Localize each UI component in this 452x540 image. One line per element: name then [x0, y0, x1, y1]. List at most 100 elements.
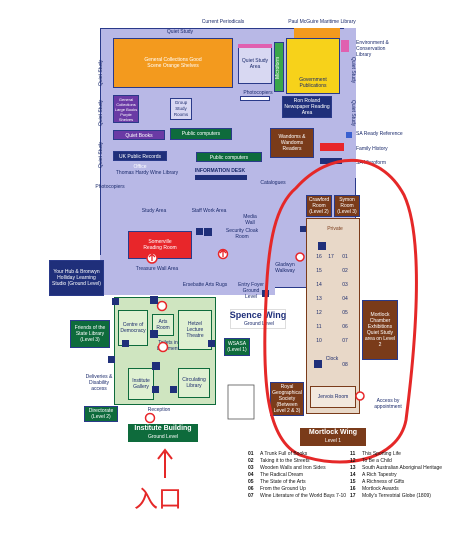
spence-wing-block [230, 309, 286, 329]
toilets-label: Toilets in basement [157, 340, 179, 352]
institute-building-block[interactable] [128, 424, 198, 442]
sa-microform-box [320, 158, 342, 164]
government-publications-room[interactable]: Government Publications [286, 38, 340, 94]
environment-shelf [341, 40, 349, 52]
uk-records-room[interactable]: UK Public Records Office [113, 151, 167, 170]
sa-ready-box [346, 132, 352, 138]
information-desk[interactable] [195, 175, 247, 180]
clock-label: Clock [325, 356, 339, 362]
restroom-icon [150, 228, 326, 368]
wandoms-room[interactable]: Wandoms & Wandoms Readers [270, 128, 314, 158]
general-collections-room[interactable]: General Collections Good Scene Orange Sh… [113, 38, 233, 88]
bay-06: 06 [342, 324, 348, 330]
gladwyn-label: Gladwyn Walkway [275, 262, 295, 274]
directorate-room[interactable]: Directorate (Level 2) [84, 406, 118, 422]
somerville-reading-room[interactable]: Somerville Reading Room [128, 231, 192, 259]
treasure-wall-label: Treasure Wall Area [135, 266, 179, 272]
stairs-icon [108, 226, 306, 363]
mortlock-chamber-room[interactable]: Mortlock Chamber Exhibitions Quiet Study… [362, 300, 398, 360]
quiet-study-right-2: Quiet Study [350, 99, 356, 127]
institute-gallery-label: Institute Gallery [132, 378, 150, 390]
somerville-label: Somerville Reading Room [143, 239, 177, 251]
photocopiers-top-label: Photocopiers [243, 90, 273, 96]
bay-17: 17 [328, 254, 334, 260]
wsasa-label: WSASA (Level 1) [227, 341, 247, 353]
public-computers-1[interactable]: Public computers [170, 128, 232, 140]
entrance-arrow-icon [144, 412, 156, 424]
family-history-box [320, 143, 344, 151]
entrance-arrow-icon [157, 341, 169, 353]
royal-geographical-label: Royal Geographical Society (Between Leve… [272, 384, 302, 414]
private-label: Private [327, 226, 343, 232]
lift-icon [152, 386, 177, 393]
mortlock-bays: 16 17 01 15 02 14 03 13 04 12 05 11 06 1… [312, 250, 354, 370]
hetzel-label: Hetzel Lecture Theatre [186, 321, 204, 339]
symon-room[interactable]: Symon Room (Level 3) [334, 195, 360, 217]
crawford-label: Crawford Room (Level 2) [308, 197, 330, 215]
public-computers-2-label: Public computers [209, 155, 249, 161]
thomas-hardy-label: Thomas Hardy Wine Library [115, 170, 179, 176]
microform-room[interactable]: Microform [274, 42, 284, 92]
circulating-library-room[interactable]: Circulating Library [178, 368, 210, 398]
jervois-label: Jervois Room [317, 394, 349, 400]
quiet-books-room[interactable]: Quiet Books [113, 130, 165, 140]
public-computers-1-label: Public computers [181, 131, 221, 137]
large-books-room[interactable]: General Collections Large Books Purple S… [113, 95, 139, 123]
uk-records-label: UK Public Records Office [119, 154, 161, 170]
group-study-label: Group Study Rooms [173, 100, 189, 117]
hetzel-theatre[interactable]: Hetzel Lecture Theatre [178, 310, 212, 350]
entrance-arrow-icon [146, 252, 158, 264]
wandoms-label: Wandoms & Wandoms Readers [278, 134, 306, 152]
mortlock-wing-block[interactable] [300, 428, 366, 446]
bay-05: 05 [342, 310, 348, 316]
arts-room-label: Arts Room [156, 319, 170, 331]
access-appointment-label: Access by appointment [374, 398, 402, 410]
wsasa-room[interactable]: WSASA (Level 1) [224, 338, 250, 356]
public-computers-2[interactable]: Public computers [196, 152, 262, 162]
newspaper-reading-room[interactable]: Ron Roland Newspaper Reading Area [282, 96, 332, 118]
deliveries-label: Deliveries & Disability access [85, 374, 113, 392]
directorate-label: Directorate (Level 2) [88, 408, 114, 420]
bay-01: 01 [342, 254, 348, 260]
bay-13: 13 [316, 296, 322, 302]
bay-04: 04 [342, 296, 348, 302]
quiet-study-right-1: Quiet Study [350, 56, 356, 84]
friends-room[interactable]: Friends of the State Library (Level 3) [70, 320, 110, 348]
photocopier-box [240, 96, 270, 101]
entrance-arrow-icon [295, 252, 305, 262]
quiet-study-area-room[interactable]: Quiet Study Area [238, 44, 272, 84]
courtyard-shape [227, 384, 255, 420]
spence-wing-label: Spence Wing [229, 310, 287, 320]
environment-library-label: Environment & Conservation Library [356, 40, 389, 58]
ersebatte-label: Ersebatte Arts Rugs [182, 282, 228, 288]
institute-gallery-room[interactable]: Institute Gallery [128, 368, 154, 400]
bay-08: 08 [342, 362, 348, 368]
group-study-room[interactable]: Group Study Rooms [170, 98, 192, 120]
mortlock-wing-label: Mortlock Wing [308, 429, 358, 436]
entrance-arrow-icon [156, 300, 168, 312]
study-area-label: Study Area [141, 208, 167, 214]
quiet-study-top-label: Quiet Study [166, 29, 194, 35]
government-publications-label: Government Publications [299, 77, 327, 89]
crawford-room[interactable]: Crawford Room (Level 2) [306, 195, 332, 217]
your-hub-room[interactable]: Your Hub & Bronwyn Holliday Learning Stu… [49, 260, 104, 296]
current-periodicals-label: Current Periodicals [201, 19, 245, 25]
symon-label: Symon Room (Level 3) [337, 197, 357, 215]
entrance-label: 入口 [134, 485, 182, 513]
bay-10: 10 [316, 338, 322, 344]
bay-11: 11 [316, 324, 322, 330]
bay-16: 16 [316, 254, 322, 260]
bay-14: 14 [316, 282, 322, 288]
royal-geographical-room[interactable]: Royal Geographical Society (Between Leve… [270, 382, 304, 416]
bay-02: 02 [342, 268, 348, 274]
